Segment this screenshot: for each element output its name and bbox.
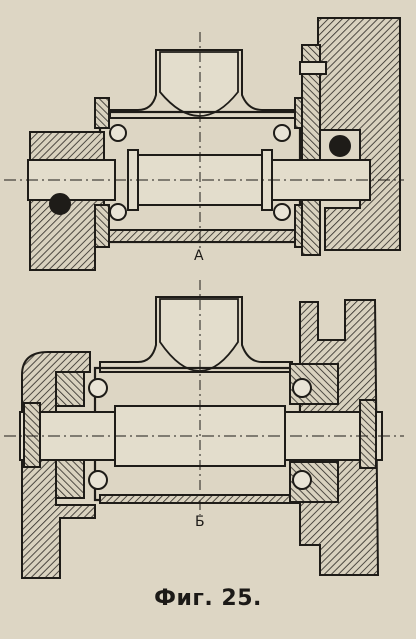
view-a-drawing (4, 17, 404, 271)
figure-caption: Фиг. 25. (154, 586, 262, 611)
view-b-label: Б (195, 514, 205, 530)
view-a-right-housing (317, 17, 401, 251)
view-a-label: А (194, 248, 204, 264)
view-b-drawing (4, 280, 404, 579)
